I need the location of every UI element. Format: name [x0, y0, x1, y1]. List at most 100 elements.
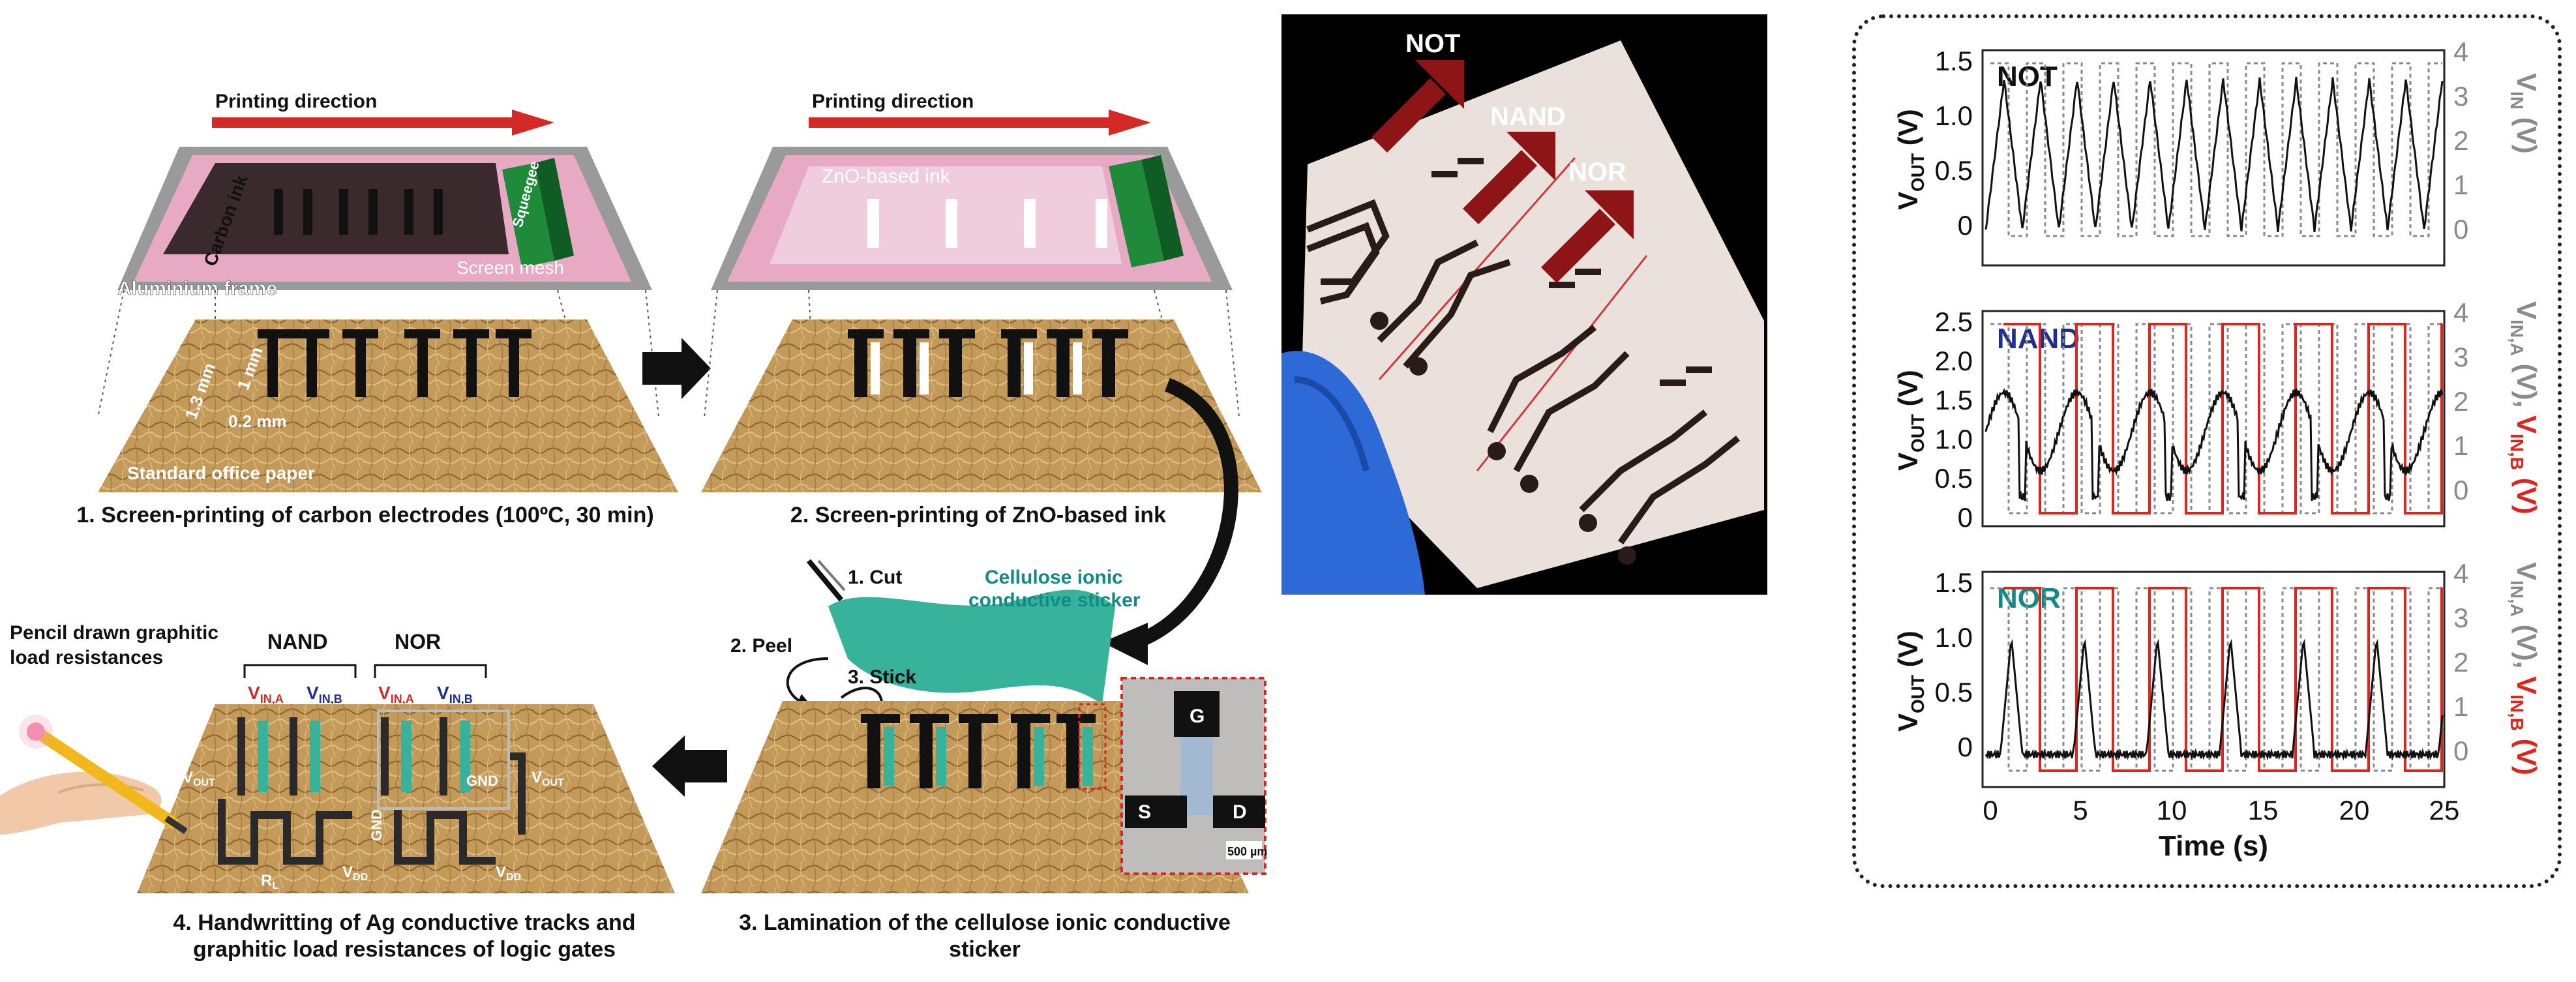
sticker-label-line2: conductive sticker: [968, 589, 1141, 611]
not-ytick: 1.5: [1935, 46, 1973, 76]
inset-scale-label: 500 µm: [1227, 845, 1267, 858]
step4-diagram: Pencil drawn graphitic load resistances …: [0, 622, 675, 893]
nand-ytick: 1.5: [1935, 385, 1973, 415]
nor-vdd: V: [496, 863, 506, 881]
nor-ytick: 1.0: [1935, 622, 1973, 653]
step1-carbon-ink-area: [163, 163, 509, 254]
nor-y2tick: 1: [2453, 691, 2468, 722]
step2-squeegee: [1109, 160, 1164, 267]
sticker-label-line1: Cellulose ionic: [985, 567, 1123, 588]
waveform-trace: [2003, 587, 2443, 772]
x-axis-label: Time (s): [2159, 830, 2268, 862]
not-arrow: [1371, 60, 1464, 153]
xtick: 0: [1983, 795, 1998, 826]
not-plot-frame: [1981, 49, 2446, 267]
waveform-trace: [1984, 76, 2444, 233]
nor-y2tick: 2: [2453, 647, 2468, 677]
waveform-trace: [1984, 638, 2444, 761]
step1-caption: 1. Screen-printing of carbon electrodes …: [76, 503, 654, 528]
nor-ylabel: V: [1893, 713, 1923, 732]
nor-ytick: 1.5: [1935, 567, 1973, 598]
nand-y2tick: 4: [2453, 297, 2468, 328]
cellulose-sticker: [828, 589, 1115, 704]
waveform-trace: [1990, 62, 2442, 237]
gloved-hand: [1281, 351, 1425, 595]
nand-vina: V: [248, 683, 260, 703]
step1-carbon-electrodes: [258, 329, 532, 397]
svg-text:VDD: VDD: [496, 863, 521, 883]
nand-y2tick: 1: [2453, 430, 2468, 461]
svg-text:VIN,A: VIN,A: [378, 683, 414, 706]
step3-diagram: 1. Cut Cellulose ionic conductive sticke…: [701, 559, 1267, 893]
step1-aluminium-frame-label: Aluminium frame: [117, 278, 277, 299]
nand-ytick: 0.5: [1935, 463, 1973, 494]
xtick: 25: [2429, 795, 2460, 826]
not-plot: NOT: [1981, 49, 2446, 267]
nand-y2tick: 2: [2453, 386, 2468, 417]
svg-text:VOUT: VOUT: [183, 769, 215, 788]
not-y2tick: 2: [2453, 125, 2468, 156]
cut-icon: [806, 559, 846, 602]
nand-plot-frame: [1981, 310, 2446, 528]
arrow-step2-to-step3: [1132, 378, 1238, 649]
zoom-source-box: [1078, 703, 1107, 790]
nor-plot-frame: [1981, 571, 2446, 788]
nand-y2label-a: V: [2511, 301, 2542, 320]
not-y2tick: 4: [2453, 37, 2468, 67]
step3-stick-label: 3. Stick: [848, 666, 916, 688]
step4-paper-substrate: [137, 704, 675, 893]
nor-y2tick: 4: [2453, 558, 2468, 589]
nor-y2label-a: V: [2511, 562, 2542, 580]
nand-plot-title: NAND: [1997, 323, 2080, 355]
hand-with-pencil-icon: [0, 715, 188, 835]
nor-plot: NOR: [1981, 571, 2446, 788]
svg-text:VOUT: VOUT: [532, 769, 564, 788]
printed-gates-photo: NOT NAND NOR: [1281, 14, 1767, 595]
step1-paper-label: Standard office paper: [127, 463, 315, 483]
photo-nor-label: NOR: [1568, 158, 1626, 186]
pencil-label-line2: load resistances: [10, 647, 163, 668]
step2-caption: 2. Screen-printing of ZnO-based ink: [790, 503, 1167, 528]
step1-printing-direction-label: Printing direction: [215, 91, 377, 112]
svg-text:VIN (V): VIN (V): [2507, 73, 2542, 154]
step2-paper-substrate: [701, 320, 1262, 492]
logic-gate-response-panel: [1852, 14, 2562, 888]
photo-nand-label: NAND: [1490, 102, 1566, 131]
photo-not-label: NOT: [1405, 29, 1460, 58]
not-y2tick: 1: [2453, 170, 2468, 200]
svg-text:VIN,A (V), VIN,B (V): VIN,A (V), VIN,B (V): [2507, 301, 2542, 514]
inset-g-label: G: [1190, 706, 1205, 727]
pencil-label-line1: Pencil drawn graphitic: [10, 622, 218, 644]
xtick: 5: [2073, 795, 2088, 826]
nor-y2tick: 0: [2453, 736, 2468, 766]
photo-illustration: NOT NAND NOR: [1281, 29, 1764, 595]
step3-caption-line1: 3. Lamination of the cellulose ionic con…: [739, 910, 1231, 935]
nor-y2tick: 3: [2453, 603, 2468, 633]
xtick: 20: [2339, 795, 2370, 826]
nor-plot-traces: [1984, 587, 2444, 772]
waveform-trace: [2003, 323, 2443, 514]
nand-plot: NAND: [1981, 310, 2446, 528]
nand-arrow: [1462, 132, 1555, 225]
fabrication-schematic: Printing direction Squeegee Carbon ink S…: [0, 91, 1267, 893]
nor-ytick: 0.5: [1935, 677, 1973, 707]
arrow-step3-to-step4: [652, 736, 727, 797]
step1-screen-mesh-label: Screen mesh: [457, 258, 564, 278]
nand-y2tick: 3: [2453, 342, 2468, 372]
step1-diagram: Printing direction Squeegee Carbon ink S…: [97, 91, 678, 492]
nor-y2label-b: V: [2511, 676, 2542, 694]
step1-dimension-c: 0.2 mm: [228, 411, 287, 431]
nand-vdd: V: [342, 863, 353, 881]
svg-text:VIN,B: VIN,B: [437, 683, 473, 706]
nand-vout: V: [183, 769, 193, 786]
not-y2tick: 0: [2453, 214, 2468, 245]
silver-tracks: [218, 717, 526, 865]
step2-diagram: Printing direction ZnO-based ink: [701, 91, 1262, 492]
nand-ytick: 0: [1958, 502, 1973, 533]
nand-ytick: 2.0: [1935, 346, 1973, 376]
nor-gnd-label: GND: [466, 773, 498, 789]
step4-caption-line2: graphitic load resistances of logic gate…: [192, 936, 616, 962]
step4-caption: 4. Handwritting of Ag conductive tracks …: [124, 910, 685, 963]
inset-d-label: D: [1233, 801, 1247, 823]
step1-paper-substrate: [98, 320, 678, 492]
